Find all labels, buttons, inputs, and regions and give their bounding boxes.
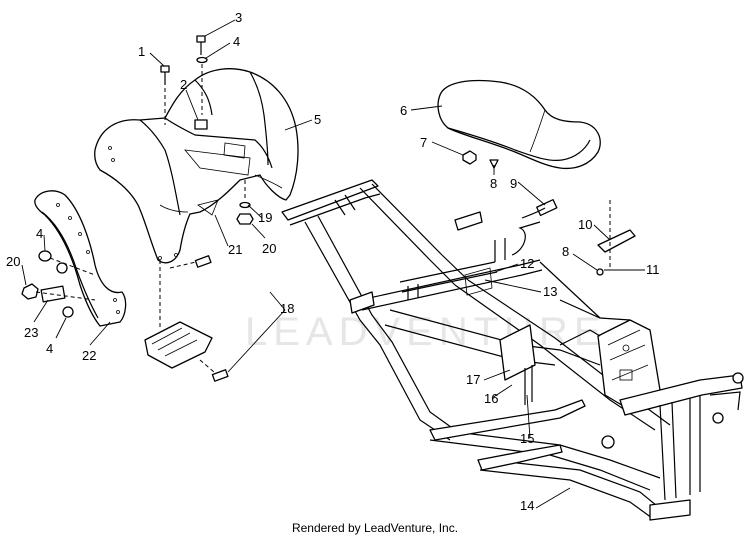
callout-16: 16: [484, 391, 498, 406]
seat: [437, 79, 601, 170]
callout-15: 15: [520, 431, 534, 446]
callout-3: 3: [235, 10, 242, 25]
callout-4-left-lower: 4: [46, 341, 53, 356]
callout-8-right: 8: [562, 244, 569, 259]
callout-10: 10: [578, 217, 592, 232]
watermark: LEADVENTURE: [245, 310, 607, 354]
callout-17: 17: [466, 372, 480, 387]
callout-19: 19: [258, 210, 272, 225]
callout-6: 6: [400, 103, 407, 118]
callout-23: 23: [24, 325, 38, 340]
seat-hardware: [462, 150, 636, 276]
rear-fender: [94, 68, 299, 264]
callout-12: 12: [520, 256, 534, 271]
callouts: 1 2 3 4 5 6 7 8 9 10 11 12 13 14 15 16 1…: [6, 10, 660, 513]
callout-13: 13: [543, 284, 557, 299]
left-fasteners: [21, 250, 96, 318]
callout-9: 9: [510, 176, 517, 191]
callout-4: 4: [233, 34, 240, 49]
callout-11: 11: [646, 262, 660, 277]
callout-8: 8: [490, 176, 497, 191]
callout-21: 21: [228, 242, 242, 257]
left-fender: [34, 190, 127, 327]
callout-5: 5: [314, 112, 321, 127]
callout-18: 18: [280, 301, 294, 316]
callout-20: 20: [262, 241, 276, 256]
callout-4-left-upper: 4: [36, 226, 43, 241]
leader-lines: [21, 19, 645, 509]
fender-bolts: [160, 35, 254, 225]
frame: [281, 179, 744, 521]
callout-2: 2: [180, 77, 187, 92]
footrest-bracket: [144, 255, 229, 382]
callout-20-left: 20: [6, 254, 20, 269]
callout-22: 22: [82, 348, 96, 363]
callout-14: 14: [520, 498, 534, 513]
callout-1: 1: [138, 44, 145, 59]
callout-7: 7: [420, 135, 427, 150]
footer-credit: Rendered by LeadVenture, Inc.: [291, 521, 459, 535]
